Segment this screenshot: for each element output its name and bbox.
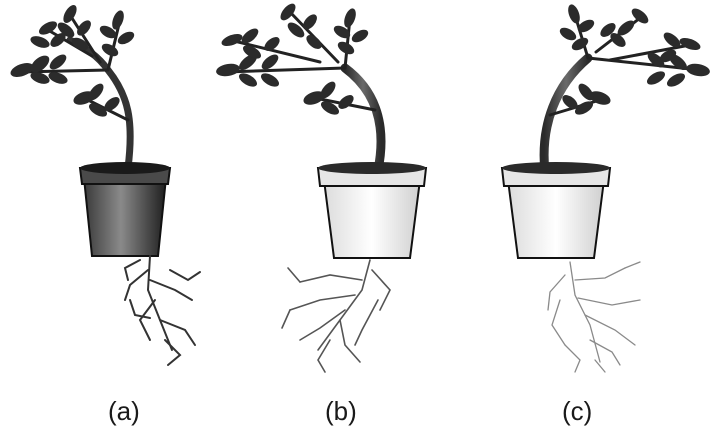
plant-pot	[502, 162, 610, 258]
root-system	[548, 262, 640, 372]
panel-a: (a)	[9, 3, 200, 426]
panel-label-b: (b)	[325, 396, 357, 426]
root-system	[125, 256, 200, 365]
panel-label-c: (c)	[562, 396, 592, 426]
plant-pot	[318, 162, 426, 258]
panel-c: (c)	[502, 3, 711, 426]
plant-pot	[80, 162, 170, 256]
plant-stem	[345, 68, 381, 170]
panel-b: (b)	[215, 1, 426, 426]
root-system	[282, 260, 390, 372]
panel-label-a: (a)	[108, 396, 140, 426]
